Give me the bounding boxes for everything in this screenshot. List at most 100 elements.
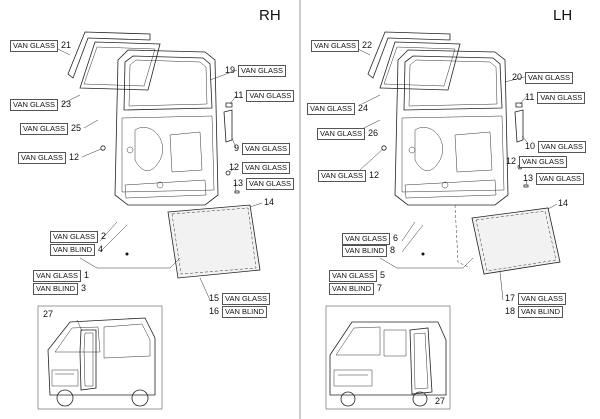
part-number: 5	[379, 270, 385, 281]
rh-title: RH	[259, 7, 281, 24]
part-number: 20	[512, 72, 523, 83]
lh-glass	[379, 41, 461, 91]
part-number: 23	[60, 99, 71, 110]
rh-part-13	[234, 190, 240, 194]
rh-blind-panel	[167, 204, 261, 279]
part-number: 27	[43, 309, 54, 319]
part-number: 11	[525, 92, 535, 103]
lh-van-thumbnail	[325, 305, 451, 410]
part-number: 15	[209, 293, 220, 304]
lh-door-assembly	[367, 31, 561, 275]
rh-label-14: 14	[264, 198, 274, 207]
part-name: VAN GLASS	[342, 233, 390, 245]
part-number: 12	[229, 162, 240, 173]
part-name: VAN GLASS	[242, 143, 290, 155]
part-name: VAN GLASS	[238, 65, 286, 77]
part-name: VAN GLASS	[318, 170, 366, 182]
lh-label-14: 14	[558, 199, 568, 208]
part-number: 14	[558, 198, 569, 208]
part-number: 12	[368, 170, 379, 181]
part-number: 22	[361, 40, 372, 51]
lh-label-27: 27	[435, 397, 445, 406]
part-number: 6	[392, 233, 398, 244]
part-number: 16	[209, 306, 220, 317]
rh-van-drawing	[47, 317, 156, 407]
part-name: VAN BLIND	[50, 244, 96, 256]
lh-frame-seal	[367, 31, 451, 79]
lh-door-window	[403, 55, 503, 111]
part-number: 12	[68, 152, 79, 163]
part-number: 10	[525, 141, 536, 152]
part-number: 9	[234, 143, 240, 154]
lh-part-12-left	[381, 145, 387, 151]
lh-part-11	[515, 102, 523, 108]
part-number: 24	[357, 103, 368, 114]
part-name: VAN GLASS	[20, 123, 68, 135]
part-name: VAN GLASS	[311, 40, 359, 52]
rh-glass	[79, 41, 161, 91]
part-name: VAN GLASS	[317, 128, 365, 140]
part-name: VAN GLASS	[18, 152, 66, 164]
lh-van-drawing	[329, 321, 447, 407]
rh-part-12-right	[225, 170, 231, 176]
part-number: 26	[367, 128, 378, 139]
part-name: VAN GLASS	[10, 99, 58, 111]
part-name: VAN GLASS	[518, 293, 566, 305]
part-name: VAN GLASS	[33, 270, 81, 282]
part-name: VAN BLIND	[33, 283, 79, 295]
rh-door-window	[123, 55, 213, 111]
rh-door-outer	[114, 49, 219, 206]
rh-van-thumbnail	[37, 305, 163, 410]
part-number: 3	[81, 283, 87, 294]
part-number: 25	[70, 123, 81, 134]
part-number: 19	[225, 65, 236, 76]
lh-blind-panel	[471, 207, 561, 275]
lh-title: LH	[553, 7, 573, 24]
lh-part-13	[523, 184, 529, 188]
part-number: 17	[505, 293, 516, 304]
part-name: VAN BLIND	[222, 306, 268, 318]
part-number: 4	[98, 244, 104, 255]
part-name: VAN GLASS	[246, 178, 294, 190]
rh-mark-dot	[125, 252, 129, 256]
part-name: VAN GLASS	[246, 90, 295, 102]
part-name: VAN GLASS	[50, 231, 98, 243]
part-name: VAN GLASS	[242, 162, 290, 174]
part-name: VAN GLASS	[525, 72, 573, 84]
part-number: 2	[100, 231, 106, 242]
part-name: VAN GLASS	[329, 270, 377, 282]
part-name: VAN BLIND	[329, 283, 375, 295]
part-number: 21	[60, 40, 71, 51]
part-name: VAN GLASS	[538, 141, 586, 153]
part-name: VAN GLASS	[519, 156, 567, 168]
part-name: VAN BLIND	[518, 306, 564, 318]
